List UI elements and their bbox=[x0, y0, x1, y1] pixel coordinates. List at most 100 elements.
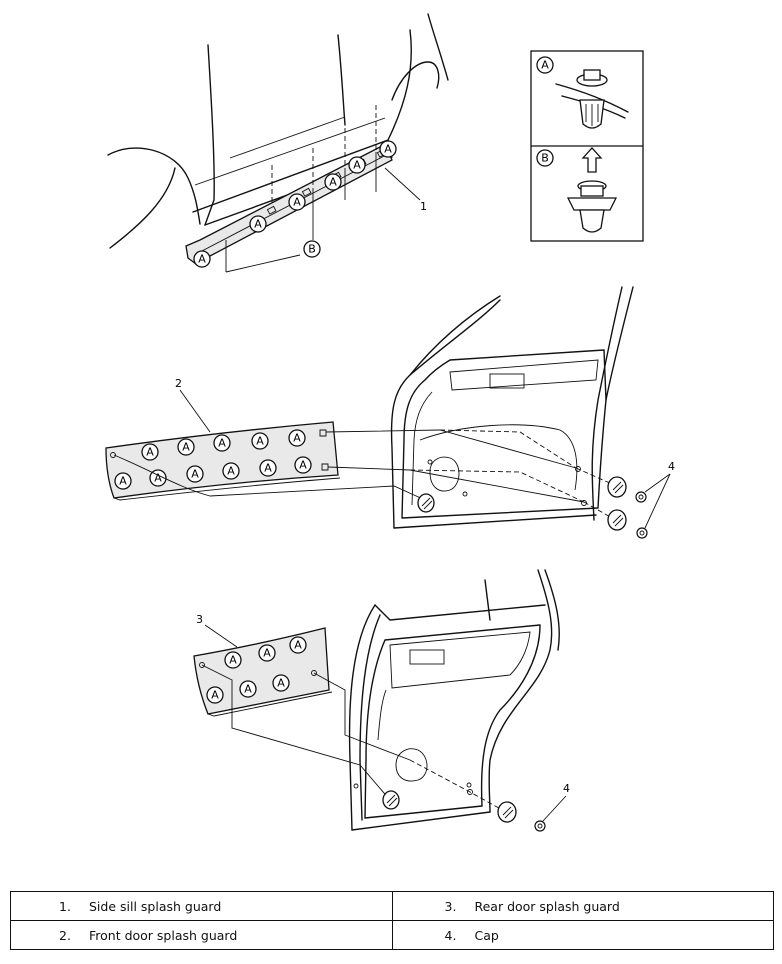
legend-cell: 4. Cap bbox=[391, 920, 774, 950]
callout-a: A bbox=[193, 250, 211, 268]
rear-body-line bbox=[427, 13, 449, 81]
part-4-number: 4 bbox=[668, 460, 675, 473]
rear-guard-lower-edge bbox=[207, 691, 333, 717]
guard-hole-slot bbox=[319, 429, 329, 471]
part-2-number: 2 bbox=[175, 377, 182, 390]
door-bottom-line bbox=[194, 117, 386, 186]
rear-door-window-frame bbox=[374, 604, 546, 621]
clip-b-collar bbox=[580, 185, 604, 197]
rear-door-front-edge-inner bbox=[359, 614, 381, 821]
svg-text:A: A bbox=[263, 647, 271, 660]
svg-text:A: A bbox=[211, 689, 219, 702]
front-door-trim bbox=[449, 359, 599, 391]
svg-text:A: A bbox=[353, 159, 361, 172]
rear-conn-dash-1 bbox=[409, 759, 507, 813]
front-door-inner-lip bbox=[411, 391, 433, 506]
guard-hole bbox=[110, 452, 116, 458]
svg-text:A: A bbox=[191, 468, 199, 481]
rear-door-edge bbox=[387, 29, 412, 141]
callout-a: A bbox=[141, 443, 159, 461]
legend-cell: 1. Side sill splash guard bbox=[10, 891, 393, 921]
rear-door-c-pillar bbox=[484, 569, 553, 813]
front-door-window-frame bbox=[409, 299, 501, 376]
clip-b-body bbox=[579, 209, 605, 233]
front-conn-dash-1 bbox=[439, 429, 577, 469]
front-door-contour bbox=[419, 424, 578, 491]
door-hole bbox=[467, 789, 473, 795]
callout-a: A bbox=[324, 173, 342, 191]
part-3-leader bbox=[204, 624, 238, 648]
svg-text:A: A bbox=[294, 639, 302, 652]
front-clip-b bbox=[417, 493, 435, 513]
door-hole bbox=[581, 500, 587, 506]
callout-a: A bbox=[239, 680, 257, 698]
splash-guard-installation-diagram: A A A A A A B 1 A bbox=[105, 13, 675, 832]
rear-door-c-pillar-inner bbox=[544, 569, 560, 651]
sill-upper-line bbox=[192, 139, 389, 213]
clip-a-fin bbox=[585, 104, 599, 126]
rear-door-trim bbox=[389, 631, 531, 689]
part-4-leader-b bbox=[644, 473, 671, 529]
front-wheel-arch bbox=[107, 147, 201, 225]
svg-text:A: A bbox=[182, 441, 190, 454]
svg-text:A: A bbox=[254, 218, 262, 231]
callout-a: A bbox=[294, 456, 312, 474]
rear-door-front-edge bbox=[348, 604, 376, 831]
svg-text:A: A bbox=[293, 196, 301, 209]
callout-a: A bbox=[289, 636, 307, 654]
door-hole bbox=[575, 466, 581, 472]
front-pillar bbox=[204, 44, 215, 226]
front-clip bbox=[607, 509, 627, 531]
front-door-b-pillar-inner bbox=[605, 286, 634, 401]
callout-a: A bbox=[288, 193, 306, 211]
up-arrow bbox=[581, 147, 603, 173]
detail-a-label: A bbox=[536, 56, 554, 74]
detail-b-label: B bbox=[536, 149, 554, 167]
front-conn-dash-3 bbox=[575, 467, 613, 485]
front-fender-edge bbox=[109, 167, 176, 249]
rear-door-contour bbox=[377, 689, 387, 741]
part-1-number: 1 bbox=[420, 200, 427, 213]
callout-a: A bbox=[251, 432, 269, 450]
callout-a: A bbox=[206, 686, 224, 704]
center-pillar bbox=[337, 34, 346, 126]
svg-text:B: B bbox=[308, 243, 316, 256]
callout-a: A bbox=[224, 651, 242, 669]
front-conn-dash-4 bbox=[583, 501, 613, 519]
door-crease bbox=[229, 116, 346, 159]
svg-text:A: A bbox=[227, 465, 235, 478]
rear-door-bottom bbox=[351, 811, 491, 831]
front-clip bbox=[607, 476, 627, 498]
legend-row: 1. Side sill splash guard 3. Rear door s… bbox=[10, 891, 774, 921]
rear-cap bbox=[534, 820, 546, 832]
parts-legend-table: 1. Side sill splash guard 3. Rear door s… bbox=[10, 891, 774, 950]
legend-label: Rear door splash guard bbox=[474, 898, 620, 914]
svg-text:A: A bbox=[244, 683, 252, 696]
rear-clip-b bbox=[382, 790, 400, 810]
guard-hole bbox=[199, 662, 205, 668]
rear-conn-line-2 bbox=[313, 672, 411, 761]
rear-door-handle-recess bbox=[409, 649, 445, 665]
callout-a: A bbox=[272, 674, 290, 692]
door-hole bbox=[427, 459, 433, 465]
svg-text:A: A bbox=[329, 176, 337, 189]
svg-text:A: A bbox=[218, 437, 226, 450]
legend-number: 4. bbox=[444, 927, 457, 943]
rear-conn-line-1 bbox=[201, 664, 391, 801]
callout-a: A bbox=[149, 469, 167, 487]
legend-cell: 3. Rear door splash guard bbox=[391, 891, 774, 921]
callout-b: B bbox=[303, 240, 321, 258]
rear-door-inner-panel bbox=[364, 624, 541, 819]
door-hole bbox=[353, 783, 359, 789]
legend-label: Cap bbox=[474, 927, 499, 943]
svg-text:A: A bbox=[198, 253, 206, 266]
front-conn-dash-2 bbox=[409, 469, 585, 503]
callout-a: A bbox=[114, 472, 132, 490]
front-conn-line-3 bbox=[113, 454, 426, 501]
front-conn-line-1 bbox=[325, 429, 577, 469]
svg-text:A: A bbox=[264, 462, 272, 475]
front-cap bbox=[635, 491, 647, 503]
clip-detail-box: A B bbox=[530, 50, 644, 242]
guide-line-2 bbox=[225, 254, 301, 273]
front-door-handle-recess bbox=[489, 373, 525, 389]
